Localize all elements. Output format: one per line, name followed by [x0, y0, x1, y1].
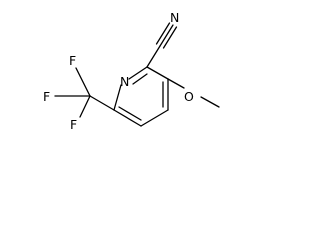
bond-n1-c2 [128, 66, 148, 80]
bond-c3-o [167, 78, 185, 89]
nitrile-nitrogen-label: N [170, 10, 179, 25]
ring-nitrogen-label: N [120, 74, 129, 89]
bond-n1-c2-inner [132, 73, 148, 85]
bond-c5-c6 [113, 109, 142, 127]
bond-cf3-f-bottom [79, 95, 91, 118]
bond-c2-cnitrile [146, 45, 161, 68]
bond-c2-c3 [146, 66, 169, 80]
fluorine-bottom-label: F [70, 117, 77, 132]
structure-drawing: N N O F F F [43, 10, 220, 132]
methoxy-oxygen-label: O [184, 89, 194, 104]
fluorine-left-label: F [43, 89, 50, 104]
nitrile-triple-3 [155, 22, 171, 45]
nitrile-triple-2 [162, 26, 178, 49]
bond-c5-c6-inner [118, 106, 142, 121]
bond-cf3-f-top [75, 67, 91, 97]
fluorine-top-label: F [69, 53, 76, 68]
bond-c4-c5 [140, 109, 169, 127]
bond-c6-cf3 [89, 95, 115, 111]
bond-c6-n1 [113, 84, 122, 111]
nitrile-triple-1 [159, 24, 174, 47]
molecule-canvas: N N O F F F [0, 0, 230, 160]
bond-o-ch3 [200, 96, 220, 108]
